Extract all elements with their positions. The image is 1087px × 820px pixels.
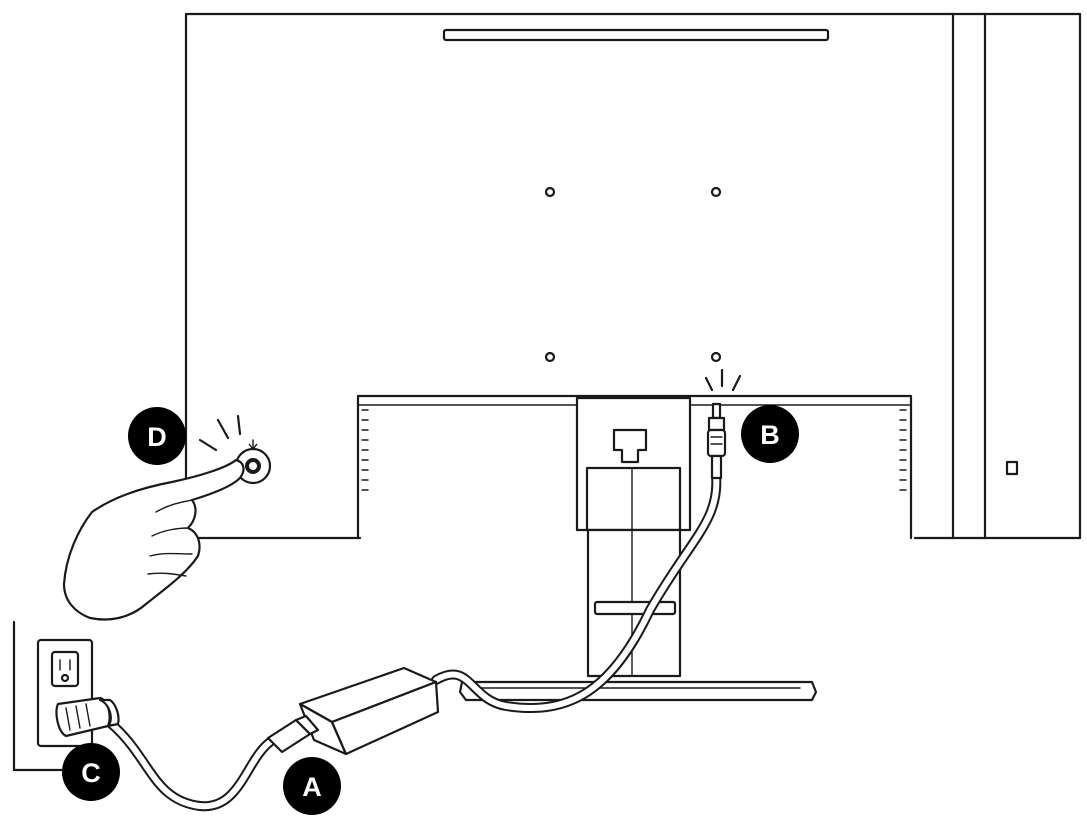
badge-d: D: [128, 407, 186, 465]
wall-plug: [55, 696, 120, 738]
power-cables: [99, 471, 722, 812]
badge-c: C: [62, 743, 120, 801]
monitor-back: [184, 12, 1082, 542]
press-lines-b: [704, 368, 742, 392]
badge-b-label: B: [760, 420, 780, 450]
cable-clip: [593, 600, 677, 616]
dc-connector-b: [706, 402, 727, 480]
hand-pointing: [62, 458, 245, 621]
press-lines-d: [198, 414, 242, 452]
badge-a: A: [283, 757, 341, 815]
right-side-vents: [899, 409, 907, 491]
adapter-plug-a: [266, 714, 320, 754]
power-button: [234, 439, 272, 485]
vesa-mount-holes: [544, 186, 722, 363]
left-side-vents: [361, 409, 369, 491]
stand-hinge: [612, 428, 648, 464]
badge-c-label: C: [81, 758, 101, 788]
stand-base: [458, 680, 818, 702]
top-vent-slot: [442, 28, 830, 42]
side-button: [1005, 460, 1019, 476]
badge-a-label: A: [302, 772, 322, 802]
power-adapter: [298, 666, 440, 756]
badge-d-label: D: [147, 422, 167, 452]
badge-b: B: [741, 405, 799, 463]
